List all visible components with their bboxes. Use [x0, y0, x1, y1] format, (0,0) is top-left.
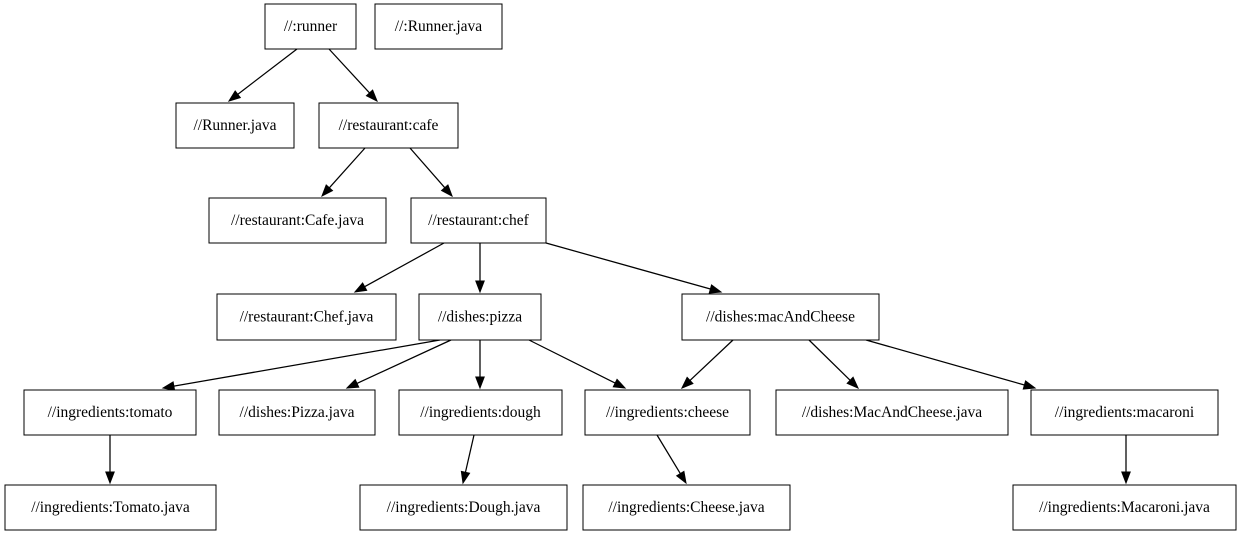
graph-node-restaurant_chef[interactable]: //restaurant:chef [410, 197, 547, 244]
node-label: //:runner [284, 18, 338, 35]
node-box[interactable] [418, 293, 542, 341]
node-box[interactable] [410, 197, 547, 244]
graph-node-macaroni_java[interactable]: //ingredients:Macaroni.java [1012, 484, 1237, 531]
node-label: //restaurant:chef [428, 212, 530, 229]
graph-node-runner_target[interactable]: //:runner [264, 3, 357, 50]
node-box[interactable] [359, 484, 568, 531]
arrowhead [475, 280, 485, 294]
node-label: //dishes:Pizza.java [240, 404, 355, 421]
node-box[interactable] [374, 3, 503, 50]
node-box[interactable] [4, 484, 217, 531]
graph-node-tomato_java[interactable]: //ingredients:Tomato.java [4, 484, 217, 531]
graph-edge [328, 48, 378, 103]
node-box[interactable] [1030, 389, 1219, 436]
graph-edge [545, 242, 723, 294]
graph-edge [345, 339, 452, 389]
node-label: //dishes:MacAndCheese.java [802, 404, 982, 421]
arrowhead [708, 284, 723, 294]
graph-node-cheese_java[interactable]: //ingredients:Cheese.java [582, 484, 791, 531]
graph-node-restaurant_cafe[interactable]: //restaurant:cafe [318, 102, 459, 149]
graph-edge [475, 243, 485, 294]
arrowhead [321, 184, 334, 198]
arrowhead [440, 184, 453, 198]
arrowhead [105, 471, 115, 485]
graph-node-ingredients_cheese[interactable]: //ingredients:cheese [584, 389, 751, 436]
graph-node-dishes_pizza[interactable]: //dishes:pizza [418, 293, 542, 341]
arrowhead [345, 378, 360, 389]
node-box[interactable] [23, 389, 197, 436]
graph-node-ingredients_macaroni[interactable]: //ingredients:macaroni [1030, 389, 1219, 436]
node-box[interactable] [582, 484, 791, 531]
graph-edge [161, 339, 441, 391]
node-box[interactable] [218, 389, 376, 436]
node-label: //ingredients:macaroni [1055, 404, 1195, 421]
graph-edge [105, 435, 115, 485]
node-box[interactable] [216, 293, 397, 341]
node-label: //ingredients:dough [420, 404, 541, 421]
graph-node-ingredients_dough[interactable]: //ingredients:dough [398, 389, 563, 436]
node-box[interactable] [264, 3, 357, 50]
arrowhead [846, 376, 860, 389]
graph-edge [227, 48, 298, 102]
node-label: //ingredients:Dough.java [387, 499, 541, 516]
node-label: //dishes:macAndCheese [706, 309, 855, 326]
node-box[interactable] [1012, 484, 1237, 531]
graph-edge [353, 242, 445, 293]
node-label: //restaurant:cafe [339, 117, 439, 134]
graph-node-dishes_mac_java[interactable]: //dishes:MacAndCheese.java [775, 389, 1009, 436]
arrowhead [460, 470, 471, 485]
arrowhead [161, 381, 176, 391]
graph-edge [409, 147, 453, 198]
graph-node-runner_java_root[interactable]: //:Runner.java [374, 3, 503, 50]
graph-node-dishes_pizza_java[interactable]: //dishes:Pizza.java [218, 389, 376, 436]
arrowhead [227, 90, 242, 102]
node-box[interactable] [318, 102, 459, 149]
node-label: //Runner.java [193, 117, 276, 134]
arrowhead [353, 282, 368, 293]
graph-node-restaurant_cafe_java[interactable]: //restaurant:Cafe.java [208, 197, 387, 244]
node-label: //restaurant:Cafe.java [231, 212, 364, 229]
graph-node-runner_java[interactable]: //Runner.java [175, 102, 295, 149]
node-box[interactable] [175, 102, 295, 149]
graph-edge [1121, 434, 1131, 485]
arrowhead [675, 470, 687, 485]
edge-layer [105, 48, 1131, 485]
graph-edge [656, 434, 687, 485]
graph-edge [808, 339, 860, 389]
graph-edge [865, 339, 1037, 390]
node-box[interactable] [208, 197, 387, 244]
node-label: //ingredients:Cheese.java [608, 499, 764, 516]
graph-edge [460, 434, 475, 485]
node-box[interactable] [681, 293, 880, 341]
node-label: //:Runner.java [395, 18, 483, 35]
node-label: //ingredients:Macaroni.java [1039, 499, 1210, 516]
arrowhead [1022, 380, 1037, 390]
node-label: //ingredients:tomato [48, 404, 173, 421]
node-label: //restaurant:Chef.java [240, 309, 374, 326]
arrowhead [612, 378, 627, 389]
graph-node-ingredients_tomato[interactable]: //ingredients:tomato [23, 389, 197, 436]
node-label: //ingredients:cheese [606, 404, 729, 421]
arrowhead [475, 376, 485, 390]
arrowhead [680, 376, 694, 389]
graph-edge [321, 147, 366, 198]
graph-node-dough_java[interactable]: //ingredients:Dough.java [359, 484, 568, 531]
graph-edge [475, 340, 485, 390]
node-layer: //:runner //:Runner.java //Runner.java //re… [4, 3, 1237, 531]
graph-edge [680, 339, 734, 389]
node-label: //ingredients:Tomato.java [31, 499, 190, 516]
graph-node-restaurant_chef_java[interactable]: //restaurant:Chef.java [216, 293, 397, 341]
node-box[interactable] [398, 389, 563, 436]
graph-edge [528, 339, 627, 389]
graph-node-dishes_macandcheese[interactable]: //dishes:macAndCheese [681, 293, 880, 341]
node-label: //dishes:pizza [438, 309, 522, 326]
arrowhead [365, 89, 378, 103]
node-box[interactable] [584, 389, 751, 436]
node-box[interactable] [775, 389, 1009, 436]
arrowhead [1121, 471, 1131, 485]
